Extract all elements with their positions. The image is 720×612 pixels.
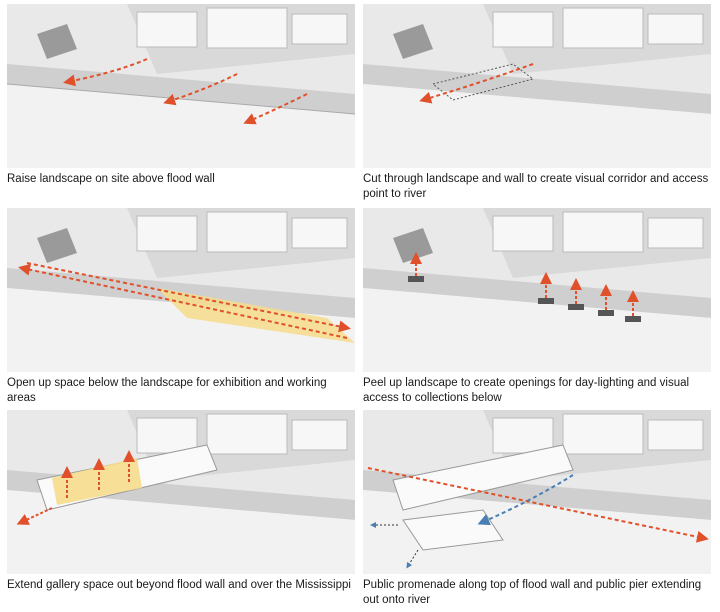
- diagram-image-3: [7, 208, 355, 372]
- diagram-image-1: [7, 4, 355, 168]
- diagram-image-2: [363, 4, 711, 168]
- panel-caption: Peel up landscape to create openings for…: [363, 377, 690, 404]
- panel-caption: Open up space below the landscape for ex…: [7, 377, 327, 404]
- panel-caption: Extend gallery space out beyond flood wa…: [7, 579, 351, 591]
- panel-caption: Raise landscape on site above flood wall: [7, 173, 215, 185]
- diagram-image-4: [363, 208, 711, 372]
- panel-caption: Public promenade along top of flood wall…: [363, 579, 702, 606]
- panel-caption: Cut through landscape and wall to create…: [363, 173, 709, 200]
- diagram-image-5: [7, 410, 355, 574]
- diagram-image-6: [363, 410, 711, 574]
